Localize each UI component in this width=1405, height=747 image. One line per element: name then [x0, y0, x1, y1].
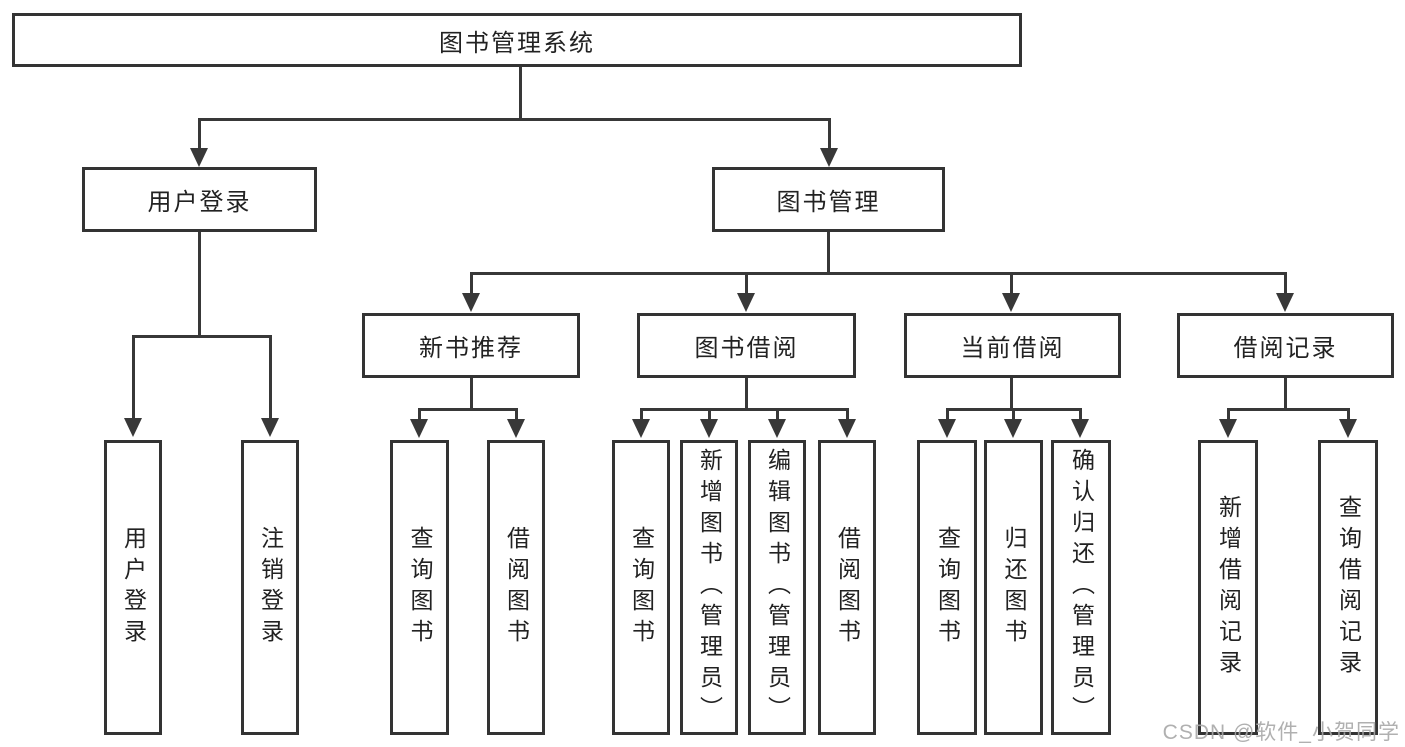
leaf-return-books: 归还图书	[984, 440, 1043, 735]
leaf-borrow-books: 借阅图书	[818, 440, 876, 735]
arrow-down-icon	[124, 418, 142, 437]
node-book-management-label: 图书管理	[776, 189, 881, 216]
connector-sec4-rail	[1227, 408, 1349, 411]
connector-drop	[708, 408, 711, 420]
arrow-down-icon	[261, 418, 279, 437]
leaf-label: 借阅图书	[834, 525, 861, 650]
node-current-borrowing-label: 当前借阅	[960, 335, 1065, 362]
connector-drop	[470, 272, 473, 294]
connector-sec1-stem	[470, 378, 473, 411]
leaf-add-borrow-record: 新增借阅记录	[1198, 440, 1258, 735]
connector-user-rail	[132, 335, 272, 338]
arrow-down-icon	[507, 419, 525, 438]
connector-drop	[1347, 408, 1350, 420]
node-new-book-recommendation-label: 新书推荐	[419, 335, 523, 362]
leaf-label: 新增借阅记录	[1215, 494, 1242, 681]
leaf-query-books-borrowing: 查询图书	[612, 440, 670, 735]
node-user-login: 用户登录	[82, 167, 317, 232]
connector-level1-rail	[198, 118, 831, 121]
node-user-login-label: 用户登录	[147, 189, 252, 216]
connector-drop	[1227, 408, 1230, 420]
node-root: 图书管理系统	[12, 13, 1022, 67]
connector-drop	[946, 408, 949, 420]
leaf-query-borrow-record: 查询借阅记录	[1318, 440, 1378, 735]
connector-drop	[1010, 272, 1013, 294]
arrow-down-icon	[938, 419, 956, 438]
connector-sec2-rail	[640, 408, 849, 411]
arrow-down-icon	[700, 419, 718, 438]
arrow-down-icon	[1002, 293, 1020, 312]
arrow-down-icon	[820, 148, 838, 167]
leaf-logout: 注销登录	[241, 440, 299, 735]
node-root-label: 图书管理系统	[439, 29, 595, 57]
connector-drop	[1079, 408, 1082, 420]
connector-drop	[515, 408, 518, 420]
connector-level2-rail	[470, 272, 1287, 275]
leaf-label: 新增图书（管理员）	[696, 448, 723, 727]
arrow-down-icon	[838, 419, 856, 438]
node-borrowing-records-label: 借阅记录	[1233, 335, 1338, 362]
watermark-text: CSDN @软件_小贺同学	[1162, 721, 1400, 744]
leaf-edit-books-admin: 编辑图书（管理员）	[748, 440, 806, 735]
arrow-down-icon	[1219, 419, 1237, 438]
connector-drop	[198, 118, 201, 151]
leaf-label: 查询借阅记录	[1335, 494, 1362, 681]
leaf-query-books-current: 查询图书	[917, 440, 977, 735]
leaf-label: 确认归还（管理员）	[1068, 448, 1095, 727]
connector-sec1-rail	[418, 408, 518, 411]
node-book-borrowing-label: 图书借阅	[694, 335, 799, 362]
connector-drop	[1284, 272, 1287, 294]
connector-drop	[1012, 408, 1015, 420]
leaf-label: 编辑图书（管理员）	[764, 448, 791, 727]
node-borrowing-records: 借阅记录	[1177, 313, 1394, 378]
leaf-label: 查询图书	[628, 525, 655, 650]
arrow-down-icon	[768, 419, 786, 438]
arrow-down-icon	[190, 148, 208, 167]
node-book-borrowing: 图书借阅	[637, 313, 856, 378]
arrow-down-icon	[462, 293, 480, 312]
connector-sec3-stem	[1010, 378, 1013, 411]
node-new-book-recommendation: 新书推荐	[362, 313, 580, 378]
connector-drop	[846, 408, 849, 420]
connector-user-stem	[198, 232, 201, 338]
connector-sec2-stem	[745, 378, 748, 411]
arrow-down-icon	[632, 419, 650, 438]
connector-root-stem	[519, 67, 522, 121]
connector-drop	[269, 335, 272, 419]
connector-mgmt-stem	[827, 232, 830, 275]
node-current-borrowing: 当前借阅	[904, 313, 1121, 378]
leaf-user-login: 用户登录	[104, 440, 162, 735]
leaf-user-login-label: 用户登录	[120, 525, 147, 650]
leaf-borrow-books-recommend: 借阅图书	[487, 440, 545, 735]
leaf-label: 查询图书	[934, 525, 961, 650]
leaf-label: 查询图书	[407, 525, 433, 650]
leaf-add-books-admin: 新增图书（管理员）	[680, 440, 738, 735]
arrow-down-icon	[737, 293, 755, 312]
connector-drop	[745, 272, 748, 294]
leaf-confirm-return-admin: 确认归还（管理员）	[1051, 440, 1111, 735]
leaf-query-books-recommend: 查询图书	[390, 440, 449, 735]
arrow-down-icon	[410, 419, 428, 438]
connector-drop	[418, 408, 421, 420]
connector-drop	[828, 118, 831, 151]
connector-drop	[776, 408, 779, 420]
connector-drop	[132, 335, 135, 419]
arrow-down-icon	[1339, 419, 1357, 438]
node-book-management: 图书管理	[712, 167, 945, 232]
leaf-logout-label: 注销登录	[257, 525, 284, 650]
leaf-label: 借阅图书	[503, 525, 530, 650]
leaf-label: 归还图书	[1001, 525, 1027, 650]
connector-drop	[640, 408, 643, 420]
arrow-down-icon	[1276, 293, 1294, 312]
arrow-down-icon	[1004, 419, 1022, 438]
connector-sec4-stem	[1284, 378, 1287, 411]
arrow-down-icon	[1071, 419, 1089, 438]
